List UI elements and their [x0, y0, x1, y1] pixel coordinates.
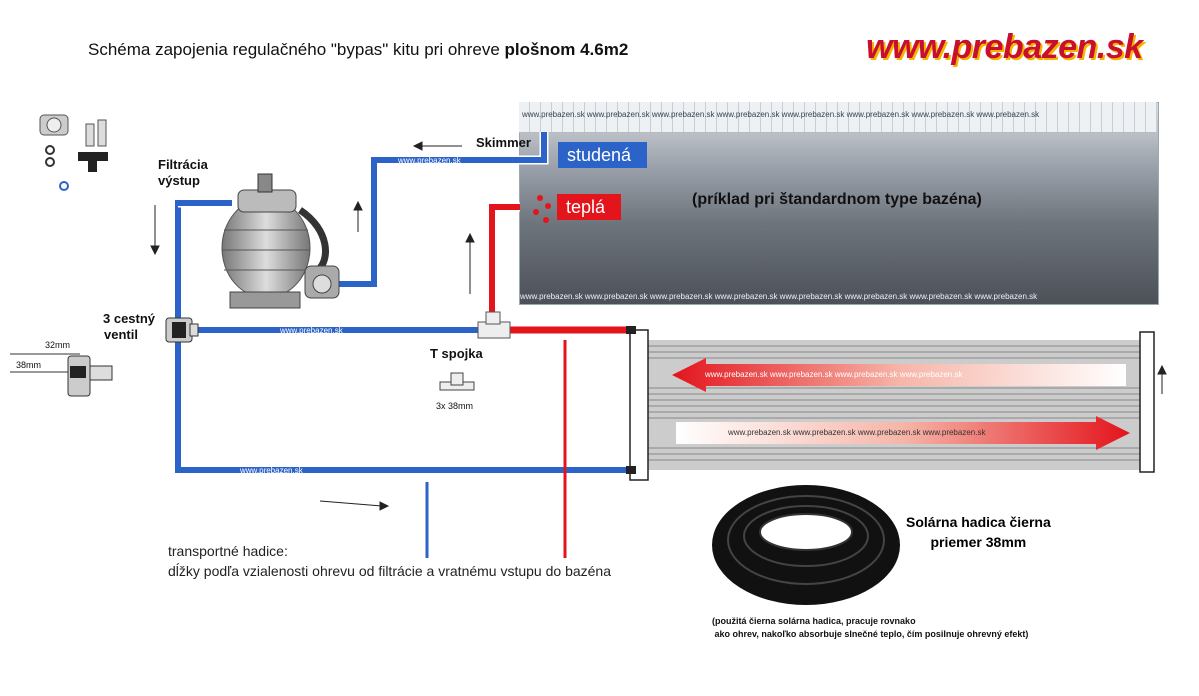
- pool-image: [519, 102, 1159, 305]
- filtration-output-label: Filtrácia výstup: [158, 157, 208, 189]
- solar-hose-coil: [712, 485, 900, 605]
- solar-note1: (použitá čierna solárna hadica, pracuje …: [712, 616, 916, 626]
- valve-line1: 3 cestný: [103, 311, 156, 326]
- panel-watermark-top: www.prebazen.sk www.prebazen.sk www.preb…: [705, 370, 963, 379]
- pipe-watermark-top: www.prebazen.sk: [398, 156, 461, 165]
- flow-arrows: [150, 141, 1167, 511]
- dimension-38mm: 38mm: [16, 360, 42, 370]
- cold-pipes: [173, 132, 628, 558]
- t-joint-size: 3x 38mm: [436, 401, 474, 411]
- sand-filter-pump: [221, 173, 340, 309]
- solar-line2: priemer 38mm: [930, 534, 1027, 550]
- valve-detail-icon: [10, 353, 113, 397]
- solar-hose-note: (použitá čierna solárna hadica, pracuje …: [712, 615, 1028, 641]
- transport-hoses-note: transportné hadice: dĺžky podľa vzialeno…: [168, 541, 611, 581]
- pool-note: (príklad pri štandardnom type bazéna): [692, 191, 982, 208]
- pool-watermark-top: www.prebazen.sk www.prebazen.sk www.preb…: [522, 110, 1040, 119]
- title-main: Schéma zapojenia regulačného "bypas" kit…: [88, 40, 505, 59]
- skimmer-label: Skimmer: [476, 135, 531, 150]
- pipe-watermark-middle: www.prebazen.sk: [280, 326, 343, 335]
- pool-watermark-bottom: www.prebazen.sk www.prebazen.sk www.preb…: [520, 292, 1038, 301]
- hot-pipes: [487, 195, 628, 558]
- bypass-kit-icon: [39, 114, 108, 191]
- title-bold: plošnom 4.6m2: [504, 40, 629, 59]
- dimension-32mm: 32mm: [45, 340, 71, 350]
- hot-water-label: teplá: [557, 194, 621, 220]
- filtration-line2: výstup: [158, 173, 200, 188]
- t-joint: [477, 311, 511, 339]
- three-way-valve-label: 3 cestný ventil: [103, 311, 155, 343]
- page-title: Schéma zapojenia regulačného "bypas" kit…: [88, 40, 628, 60]
- pipe-watermark-bottom: www.prebazen.sk: [240, 466, 303, 475]
- cold-water-label: studená: [558, 142, 647, 168]
- solar-line1: Solárna hadica čierna: [906, 514, 1051, 530]
- valve-line2: ventil: [104, 327, 138, 342]
- t-joint-icon: [439, 372, 475, 391]
- panel-watermark-bottom: www.prebazen.sk www.prebazen.sk www.preb…: [728, 428, 986, 437]
- brand-logo[interactable]: www.prebazen.sk: [866, 28, 1143, 66]
- solar-hose-label: Solárna hadica čierna priemer 38mm: [906, 512, 1051, 552]
- three-way-valve: [165, 317, 199, 343]
- solar-note2: ako ohrev, nakoľko absorbuje slnečné tep…: [712, 629, 1029, 639]
- t-joint-label: T spojka: [430, 346, 483, 361]
- hoses-line2: dĺžky podľa vzialenosti ohrevu od filtrá…: [168, 563, 612, 579]
- pool-tile-edge: [519, 102, 1157, 133]
- solar-panel: [626, 326, 1155, 481]
- hoses-line1: transportné hadice:: [168, 543, 288, 559]
- filtration-line1: Filtrácia: [158, 157, 208, 172]
